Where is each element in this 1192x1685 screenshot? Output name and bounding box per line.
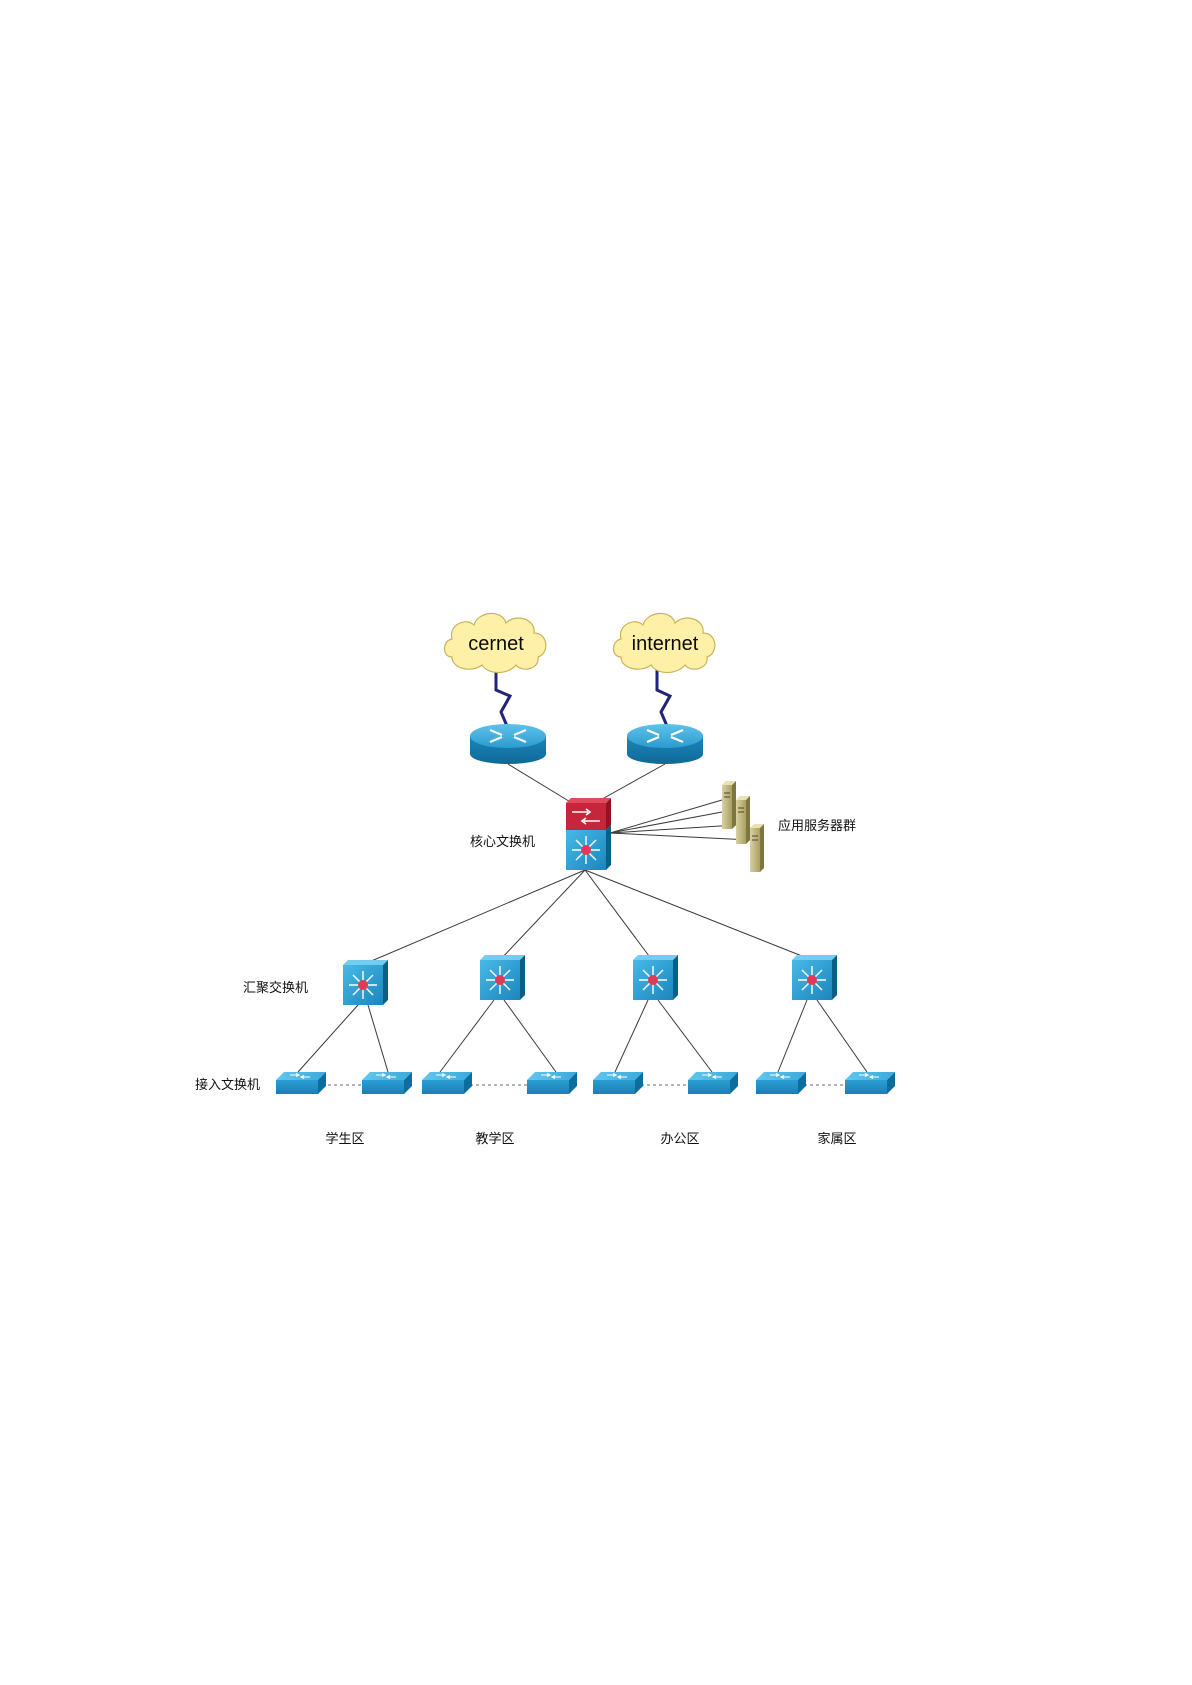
firewall-icon — [566, 798, 611, 830]
zone-label-family: 家属区 — [817, 1131, 856, 1147]
layer3-switch-icon — [343, 960, 388, 1005]
link-agg4-acc2 — [817, 1000, 867, 1072]
router-icon — [627, 724, 703, 764]
link-agg3-acc1 — [615, 1000, 648, 1072]
zone-label-teaching: 教学区 — [475, 1131, 514, 1147]
label-aggregation-switch: 汇聚交换机 — [243, 980, 308, 996]
label-core-switch: 核心文换机 — [470, 835, 535, 850]
label-access-switch: 接入文换机 — [195, 1077, 260, 1093]
access-switch-icon — [276, 1072, 326, 1094]
server-icon — [736, 796, 750, 844]
link-agg1-acc2 — [368, 1005, 388, 1072]
router-icon — [470, 724, 546, 764]
core-switch-icon — [566, 798, 611, 870]
access-switch-icon — [422, 1072, 472, 1094]
link-agg1-acc1 — [298, 1005, 358, 1072]
link-core-agg2 — [500, 870, 585, 960]
link-core-server1 — [610, 800, 722, 833]
wan-link-cernet — [496, 668, 510, 726]
access-switch-icon — [362, 1072, 412, 1094]
access-switch-icon — [845, 1072, 895, 1094]
access-switch-icon — [593, 1072, 643, 1094]
cloud-label-internet: internet — [632, 633, 699, 655]
link-router1-core — [508, 764, 572, 803]
cloud-icon: cernet — [445, 613, 546, 672]
link-agg3-acc2 — [658, 1000, 712, 1072]
server-icon — [722, 781, 736, 829]
zone-label-office: 办公区 — [660, 1132, 699, 1147]
access-switch-icon — [756, 1072, 806, 1094]
access-switch-icon — [688, 1072, 738, 1094]
link-agg2-acc2 — [504, 1000, 556, 1072]
server-icon — [750, 824, 764, 872]
link-core-server3 — [610, 833, 750, 840]
link-agg2-acc1 — [440, 1000, 494, 1072]
zone-label-student: 学生区 — [325, 1131, 364, 1147]
wan-link-internet — [657, 668, 670, 726]
label-server-group: 应用服务器群 — [778, 818, 856, 834]
link-agg4-acc1 — [778, 1000, 807, 1072]
cloud-icon: internet — [614, 613, 715, 672]
layer3-switch-icon — [480, 955, 525, 1000]
link-router2-core — [595, 764, 665, 803]
layer3-switch-icon — [792, 955, 837, 1000]
link-core-agg1 — [362, 870, 585, 965]
access-switch-icon — [527, 1072, 577, 1094]
cloud-label-cernet: cernet — [468, 633, 524, 655]
layer3-switch-icon — [633, 955, 678, 1000]
